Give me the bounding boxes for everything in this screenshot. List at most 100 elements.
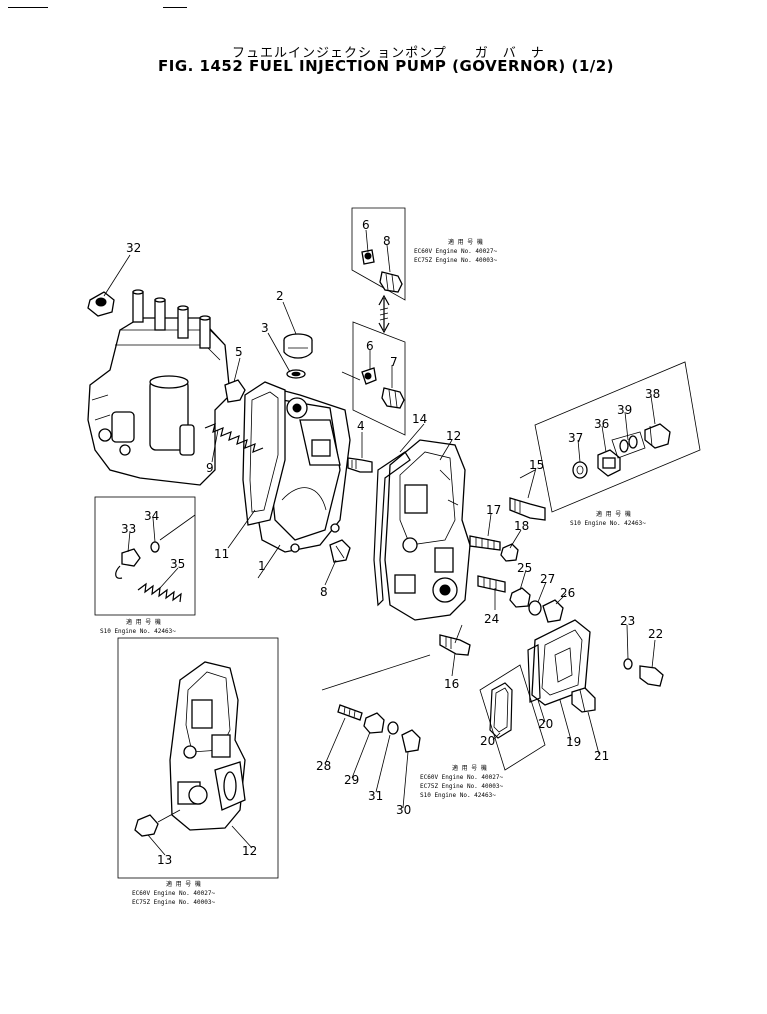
callout-18: 18	[514, 519, 529, 533]
reference-line-28	[321, 654, 431, 691]
bolt-5	[224, 379, 246, 403]
gasket-11	[242, 381, 286, 526]
callout-19: 19	[566, 735, 581, 749]
svg-text:EC60V Engine No. 40027~: EC60V Engine No. 40027~	[420, 774, 503, 781]
bolt-15	[509, 497, 546, 521]
bolt-21	[571, 687, 596, 713]
callout-31: 31	[368, 789, 383, 803]
callout-3: 3	[261, 321, 269, 335]
nut-29	[363, 712, 385, 734]
callout-39: 39	[617, 403, 632, 417]
callout-4: 4	[357, 419, 365, 433]
stud-28	[337, 704, 363, 721]
top-rule-left	[8, 7, 48, 8]
cap-nut-26	[542, 599, 564, 623]
gasket-14	[373, 451, 411, 607]
svg-text:適 用 号 機: 適 用 号 機	[126, 618, 161, 626]
callout-29: 29	[344, 773, 359, 787]
bolt-22	[639, 665, 664, 687]
callout-35: 35	[170, 557, 185, 571]
callout-36: 36	[594, 417, 609, 431]
stud-17	[469, 535, 501, 551]
svg-text:適 用 号 機: 適 用 号 機	[596, 510, 631, 518]
reference-line-16	[454, 624, 463, 644]
callout-38: 38	[645, 387, 660, 401]
svg-text:適 用 号 機: 適 用 号 機	[166, 880, 201, 888]
callout-28: 28	[316, 759, 331, 773]
callout-32: 32	[126, 241, 141, 255]
nut-25	[509, 587, 531, 608]
svg-text:適 用 号 機: 適 用 号 機	[448, 238, 483, 246]
governor-housing	[254, 384, 351, 553]
note-box-gasket	[479, 664, 546, 771]
callout-6-top: 6	[362, 218, 370, 232]
callout-8-lower: 8	[320, 585, 328, 599]
bottom-note-box	[117, 637, 279, 879]
callout-20: 20	[538, 717, 553, 731]
top-note-box	[351, 207, 406, 301]
note-ec-top: 適 用 号 機 EC60V Engine No. 40027~ EC75Z En…	[414, 238, 497, 264]
callout-13: 13	[157, 853, 172, 867]
cap-nut-30	[401, 729, 421, 753]
svg-text:S10 Engine No. 42463~: S10 Engine No. 42463~	[420, 792, 496, 799]
note-ec-mid: 適 用 号 機 EC60V Engine No. 40027~ EC75Z En…	[420, 764, 503, 799]
callout-23: 23	[620, 614, 635, 628]
callout-26: 26	[560, 586, 575, 600]
left-note-box	[94, 496, 196, 616]
right-note-box	[519, 361, 701, 513]
callout-2: 2	[276, 289, 284, 303]
callout-37: 37	[568, 431, 583, 445]
svg-text:適 用 号 機: 適 用 号 機	[452, 764, 487, 772]
callout-7: 7	[390, 355, 398, 369]
nut-18	[500, 543, 519, 562]
arrow-double	[378, 294, 390, 334]
callout-16: 16	[444, 677, 459, 691]
svg-text:S10 Engine No. 42463~: S10 Engine No. 42463~	[570, 520, 646, 527]
svg-text:EC75Z Engine No. 40003~: EC75Z Engine No. 40003~	[414, 257, 497, 264]
cap-2	[283, 333, 313, 359]
washer-31	[387, 721, 399, 735]
callout-12: 12	[446, 429, 461, 443]
callout-5: 5	[235, 345, 243, 359]
svg-text:EC60V Engine No. 40027~: EC60V Engine No. 40027~	[414, 248, 497, 255]
callout-15: 15	[529, 458, 544, 472]
callout-34: 34	[144, 509, 159, 523]
callout-11: 11	[214, 547, 229, 561]
bolt-16	[439, 634, 471, 656]
note-s10-left: 適 用 号 機 S10 Engine No. 42463~	[100, 618, 176, 635]
gasket-20-loose	[489, 682, 513, 739]
callout-17: 17	[486, 503, 501, 517]
callout-22: 22	[648, 627, 663, 641]
callout-25: 25	[517, 561, 532, 575]
washer-3	[286, 369, 306, 379]
callout-24: 24	[484, 612, 499, 626]
callout-14: 14	[412, 412, 427, 426]
washer-23	[623, 658, 633, 670]
svg-text:EC75Z Engine No. 40003~: EC75Z Engine No. 40003~	[132, 899, 215, 906]
middle-note-box	[341, 321, 406, 436]
callout-labels: 1 2 3 4 5 6 6 7 8 8 9 11 12 12 13 14 15 …	[121, 218, 663, 867]
note-ec-bottom: 適 用 号 機 EC60V Engine No. 40027~ EC75Z En…	[132, 880, 215, 906]
svg-text:EC60V Engine No. 40027~: EC60V Engine No. 40027~	[132, 890, 215, 897]
bolt-8-lower	[329, 539, 351, 563]
callout-6-mid: 6	[366, 339, 374, 353]
stud-24	[477, 575, 506, 593]
callout-20-loose: 20	[480, 734, 495, 748]
washer-27	[528, 600, 542, 616]
note-s10-right: 適 用 号 機 S10 Engine No. 42463~	[570, 510, 646, 527]
callout-27: 27	[540, 572, 555, 586]
leader-lines	[103, 229, 656, 856]
svg-text:S10 Engine No. 42463~: S10 Engine No. 42463~	[100, 628, 176, 635]
callout-21: 21	[594, 749, 609, 763]
screw-4	[347, 457, 373, 473]
top-rule-right	[163, 7, 187, 8]
callout-30: 30	[396, 803, 411, 817]
injection-pump-body	[87, 289, 231, 486]
governor-cover-12	[384, 439, 471, 621]
svg-text:EC75Z Engine No. 40003~: EC75Z Engine No. 40003~	[420, 783, 503, 790]
figure-title: FIG. 1452 FUEL INJECTION PUMP (GOVERNOR)…	[158, 57, 615, 75]
callout-33: 33	[121, 522, 136, 536]
callout-12-bottom: 12	[242, 844, 257, 858]
